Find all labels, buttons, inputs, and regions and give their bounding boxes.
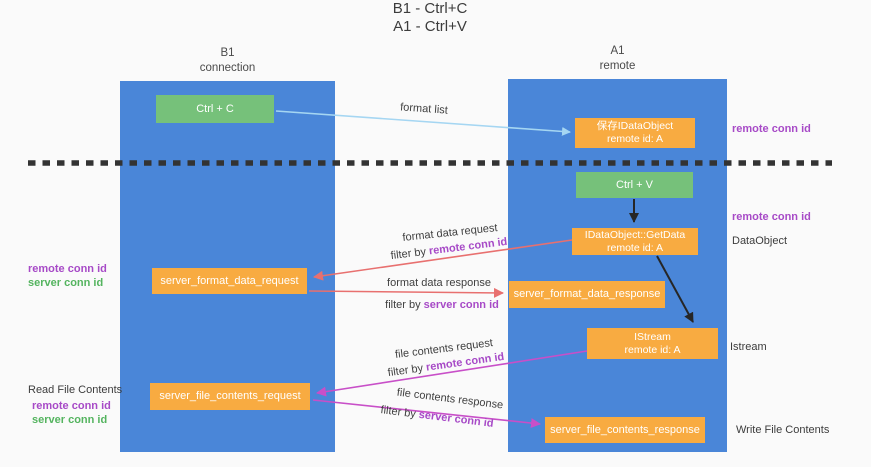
lane-a1-name: A1	[610, 45, 625, 57]
note-left-server-conn-id-2: server conn id	[32, 414, 108, 426]
box-idataobject-getdata: IDataObject::GetData remote id: A	[572, 228, 698, 255]
box-save-idataobject: 保存IDataObject remote id: A	[575, 118, 695, 148]
filter-prefix: filter by	[387, 361, 427, 380]
note-dataobject: DataObject	[732, 235, 788, 247]
box-ctrl-c: Ctrl + C	[156, 95, 274, 123]
note-left-remote-conn-id-1: remote conn id	[28, 263, 107, 275]
note-read-file-contents: Read File Contents	[28, 384, 123, 396]
box-save-idataobject-line1: 保存IDataObject	[596, 120, 674, 132]
box-server-file-contents-request-label: server_file_contents_request	[159, 390, 301, 402]
box-ctrl-v-label: Ctrl + V	[616, 178, 653, 191]
filter-prefix: filter by	[379, 404, 420, 421]
note-write-file-contents: Write File Contents	[736, 424, 830, 436]
filter-id-server-conn-id: server conn id	[418, 408, 495, 430]
box-ctrl-v: Ctrl + V	[576, 172, 693, 198]
box-idataobject-getdata-line1: IDataObject::GetData	[584, 228, 686, 241]
lane-a1-role: remote	[599, 60, 636, 72]
box-istream-line2: remote id: A	[624, 343, 681, 356]
note-left-server-conn-id-1: server conn id	[28, 277, 104, 289]
box-server-file-contents-response-label: server_file_contents_response	[550, 423, 700, 436]
box-server-format-data-response-label: server_format_data_response	[513, 288, 661, 300]
box-server-format-data-request: server_format_data_request	[152, 268, 307, 294]
note-left-remote-conn-id-2: remote conn id	[32, 400, 111, 412]
box-ctrl-c-label: Ctrl + C	[196, 102, 234, 115]
flow-label-format-data-response: format data response	[387, 277, 491, 289]
lane-header-a1: A1 remote	[508, 44, 727, 74]
note-right-remote-conn-id-1: remote conn id	[732, 123, 811, 135]
note-istream: Istream	[730, 341, 767, 353]
filter-id-server-conn-id: server conn id	[423, 299, 499, 311]
diagram-title-line2: A1 - Ctrl+V	[393, 18, 467, 35]
flow-label-format-data-response-text: format data response	[387, 277, 491, 289]
flow-label-format-list-text: format list	[399, 101, 449, 117]
box-server-file-contents-request: server_file_contents_request	[150, 383, 310, 410]
arrow-format-data-response	[308, 287, 504, 298]
flow-label-format-list: format list	[400, 101, 448, 116]
lane-b1-role: connection	[199, 62, 256, 74]
filter-prefix: filter by	[390, 245, 430, 263]
box-server-file-contents-response: server_file_contents_response	[545, 417, 705, 443]
lane-header-b1: B1 connection	[120, 46, 335, 76]
box-save-idataobject-line2: remote id: A	[606, 133, 664, 145]
box-server-format-data-response: server_format_data_response	[509, 281, 665, 308]
box-server-format-data-request-label: server_format_data_request	[160, 274, 299, 287]
flow-label-filter-format-response: filter by server conn id	[385, 299, 499, 311]
note-right-remote-conn-id-2: remote conn id	[732, 211, 811, 223]
box-idataobject-getdata-line2: remote id: A	[606, 241, 664, 254]
lane-b1-name: B1	[220, 47, 235, 59]
box-istream: IStream remote id: A	[587, 328, 718, 359]
box-istream-line1: IStream	[634, 330, 671, 343]
diagram-title: B1 - Ctrl+C A1 - Ctrl+V	[0, 0, 860, 36]
filter-prefix: filter by	[385, 299, 424, 311]
diagram-title-line1: B1 - Ctrl+C	[392, 0, 468, 17]
